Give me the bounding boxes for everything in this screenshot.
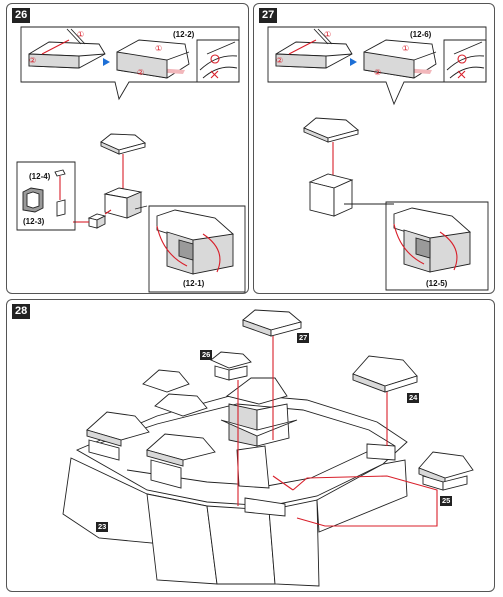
circled-step-two: ②: [29, 56, 37, 65]
circled-step-two-b: ②: [137, 68, 145, 77]
circled-step-one: ①: [77, 30, 85, 39]
part-label-12-2: (12-2): [173, 30, 195, 39]
part-label-12-5: (12-5): [426, 279, 448, 288]
step-27-panel: 27 ① ② ① ② (12-6): [253, 3, 495, 294]
cross-mark-icon: [210, 70, 219, 79]
circled-step-one-b: ①: [155, 44, 163, 53]
blue-arrow-icon: [103, 58, 110, 66]
part-label-12-1: (12-1): [183, 279, 205, 288]
circled-step-two: ②: [276, 56, 284, 65]
small-parts-inset: [16, 161, 76, 231]
step-number: 26: [12, 8, 31, 23]
step-number: 27: [259, 8, 278, 23]
step-26-panel: 26 ① ② ① ② (12-2): [6, 3, 249, 294]
zoom-detail-box: [134, 205, 246, 293]
callout-27: 27: [297, 333, 310, 343]
part-label-12-4: (12-4): [29, 172, 51, 181]
circled-step-one-b: ①: [402, 44, 410, 53]
part-label-12-3: (12-3): [23, 217, 45, 226]
callout-23: 23: [96, 522, 109, 532]
callout-24: 24: [407, 393, 420, 403]
part-label-12-6: (12-6): [410, 30, 432, 39]
circle-mark-icon: [457, 54, 467, 64]
instruction-callout: [20, 26, 240, 101]
roof-piece-assembly: [73, 133, 146, 229]
castle-assembly-diagram: [62, 309, 474, 587]
circle-mark-icon: [210, 54, 220, 64]
instruction-callout: [267, 26, 487, 106]
circled-step-one: ①: [324, 30, 332, 39]
cross-mark-icon: [457, 70, 466, 79]
callout-26: 26: [200, 350, 213, 360]
callout-25: 25: [440, 496, 453, 506]
roof-piece-assembly: [303, 117, 489, 291]
step-number: 28: [12, 304, 31, 319]
step-28-panel: 28: [6, 299, 495, 592]
circled-step-two-b: ②: [374, 68, 382, 77]
blue-arrow-icon: [350, 58, 357, 66]
